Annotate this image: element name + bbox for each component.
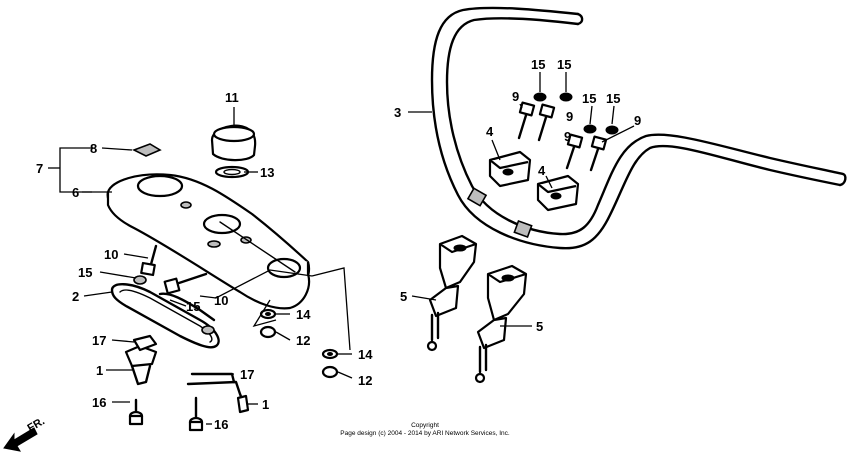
callout-17: 17 <box>240 367 254 382</box>
front-label: FR. <box>26 415 47 434</box>
callout-15: 15 <box>582 91 596 106</box>
upper-handle-holder <box>536 174 580 212</box>
handlebar-riser <box>426 234 478 352</box>
callout-17: 17 <box>92 333 106 348</box>
steering-stem-plate <box>106 173 311 310</box>
callout-9: 9 <box>634 113 641 128</box>
stem-washer <box>214 165 250 179</box>
emblem <box>132 143 162 157</box>
copyright-text: Page design (c) 2004 - 2014 by ARI Netwo… <box>340 430 510 437</box>
callout-12: 12 <box>296 333 310 348</box>
handlebar <box>430 6 847 250</box>
callout-15: 15 <box>606 91 620 106</box>
bolt <box>163 272 208 295</box>
callout-5: 5 <box>536 319 543 334</box>
cable-clip <box>124 334 158 386</box>
callout-14: 14 <box>358 347 373 362</box>
callout-9: 9 <box>564 129 571 144</box>
callout-12: 12 <box>358 373 372 388</box>
callout-10: 10 <box>214 293 228 308</box>
bolt <box>565 133 584 170</box>
leader-lines <box>48 72 635 425</box>
stem-cap-nut <box>210 124 257 162</box>
callout-1: 1 <box>96 363 103 378</box>
copyright-notice: Copyright Page design (c) 2004 - 2014 by… <box>300 422 550 438</box>
bolt-cap <box>533 92 619 135</box>
bolt <box>589 135 608 172</box>
callout-10: 10 <box>104 247 118 262</box>
callout-16: 16 <box>92 395 106 410</box>
callout-6: 6 <box>72 185 79 200</box>
mounting-bolt <box>128 398 144 426</box>
harness-band <box>110 283 220 349</box>
copyright-heading: Copyright <box>411 422 439 429</box>
bolt-cap <box>133 275 147 285</box>
callout-15: 15 <box>186 299 200 314</box>
callout-numbers: 11 8 7 6 13 10 15 2 15 10 14 12 14 12 17… <box>36 57 641 432</box>
callout-9: 9 <box>566 109 573 124</box>
mounting-bolt <box>188 396 204 432</box>
front-direction-arrow: FR. <box>3 415 47 452</box>
callout-13: 13 <box>260 165 274 180</box>
callout-1: 1 <box>262 397 269 412</box>
callout-3: 3 <box>394 105 401 120</box>
bolt <box>537 103 556 142</box>
callout-15: 15 <box>531 57 545 72</box>
handlebar-riser <box>474 264 528 384</box>
callout-15: 15 <box>78 265 92 280</box>
callout-9: 9 <box>512 89 519 104</box>
callout-15: 15 <box>557 57 571 72</box>
upper-handle-holder <box>488 150 532 188</box>
callout-11: 11 <box>225 90 239 105</box>
callout-16: 16 <box>214 417 228 432</box>
bolt <box>140 244 158 277</box>
washer-nut <box>259 308 339 379</box>
callout-5: 5 <box>400 289 407 304</box>
callout-7: 7 <box>36 161 43 176</box>
callout-8: 8 <box>90 141 97 156</box>
callout-14: 14 <box>296 307 311 322</box>
callout-4: 4 <box>486 124 494 139</box>
callout-2: 2 <box>72 289 79 304</box>
callout-4: 4 <box>538 163 546 178</box>
